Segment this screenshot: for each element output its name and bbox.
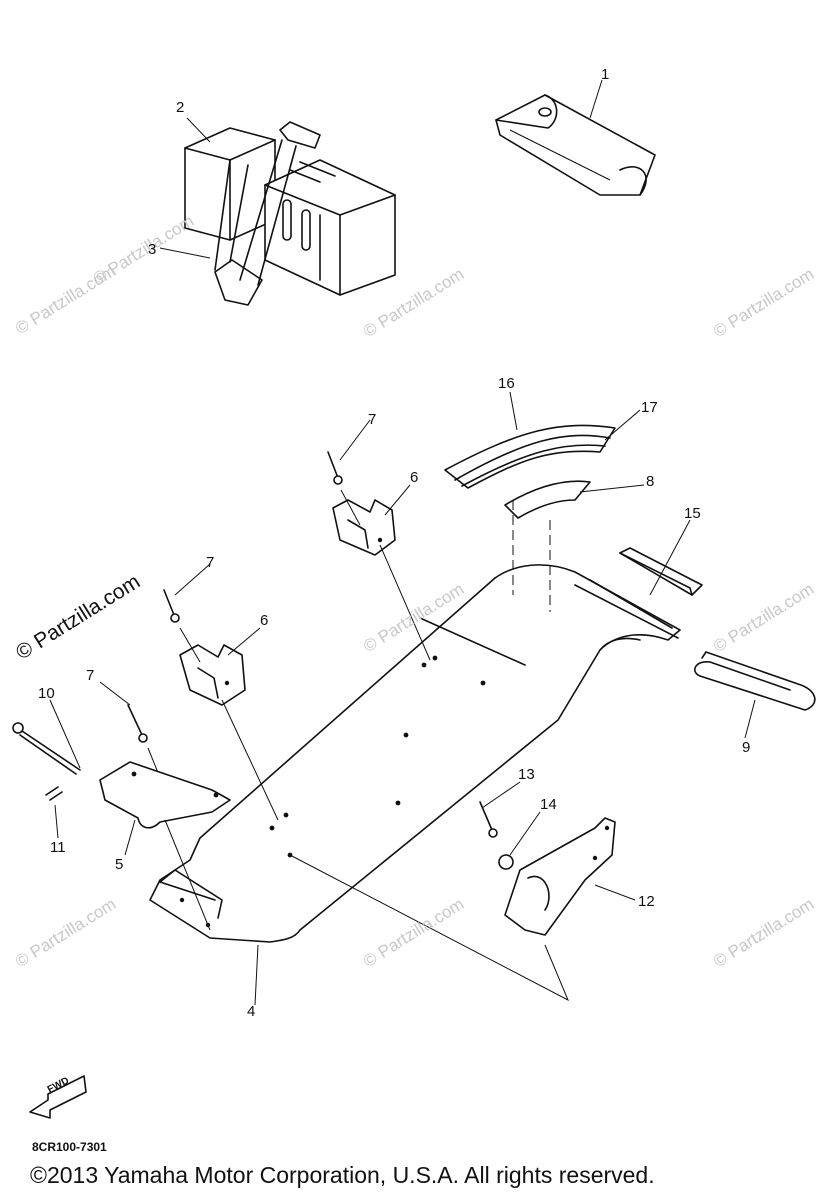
part-14-nut xyxy=(498,854,514,870)
part-13-screw xyxy=(479,801,498,838)
callout-8: 8 xyxy=(646,473,655,490)
part-6-bracket-lower xyxy=(179,644,279,821)
callout-7-middle: 7 xyxy=(206,554,215,571)
callout-15: 15 xyxy=(684,505,701,522)
callout-16: 16 xyxy=(498,375,515,392)
callout-6-upper: 6 xyxy=(410,469,419,486)
assembly-lines xyxy=(512,500,551,612)
part-11-clip xyxy=(45,786,63,801)
callout-3: 3 xyxy=(148,241,157,258)
fwd-arrow-icon xyxy=(29,1075,87,1119)
callout-1: 1 xyxy=(601,66,610,83)
part-7-screw-b xyxy=(163,589,201,663)
part-4-cover xyxy=(149,564,681,943)
part-7-screw-c xyxy=(127,704,164,786)
part-16-17-labels xyxy=(444,424,616,489)
copyright-notice: ©2013 Yamaha Motor Corporation, U.S.A. A… xyxy=(30,1162,655,1188)
part-15-bar xyxy=(619,547,703,596)
part-6-bracket-upper xyxy=(332,499,431,661)
callout-10: 10 xyxy=(38,685,55,702)
part-3-band xyxy=(214,121,321,306)
callout-14: 14 xyxy=(540,796,557,813)
part-8-label xyxy=(504,480,591,519)
callout-4: 4 xyxy=(247,1003,256,1020)
part-1-tool-pouch xyxy=(495,94,656,196)
part-12-latch xyxy=(504,817,616,936)
callout-6-lower: 6 xyxy=(260,612,269,629)
part-2-relay-box xyxy=(184,127,396,296)
diagram-code: 8CR100-7301 xyxy=(32,1140,107,1154)
callout-7-upper: 7 xyxy=(368,411,377,428)
callout-12: 12 xyxy=(638,893,655,910)
callout-9: 9 xyxy=(742,739,751,756)
callout-17: 17 xyxy=(641,399,658,416)
callout-13: 13 xyxy=(518,766,535,783)
callout-11: 11 xyxy=(50,839,66,856)
leader-lines xyxy=(49,79,756,1006)
part-10-pin xyxy=(12,722,81,775)
part-5-hinge xyxy=(99,761,231,931)
part-9-rod xyxy=(694,651,816,711)
callout-2: 2 xyxy=(176,99,185,116)
part-7-screw-a xyxy=(327,451,361,526)
callout-7-lower: 7 xyxy=(86,667,95,684)
callout-5: 5 xyxy=(115,856,124,873)
